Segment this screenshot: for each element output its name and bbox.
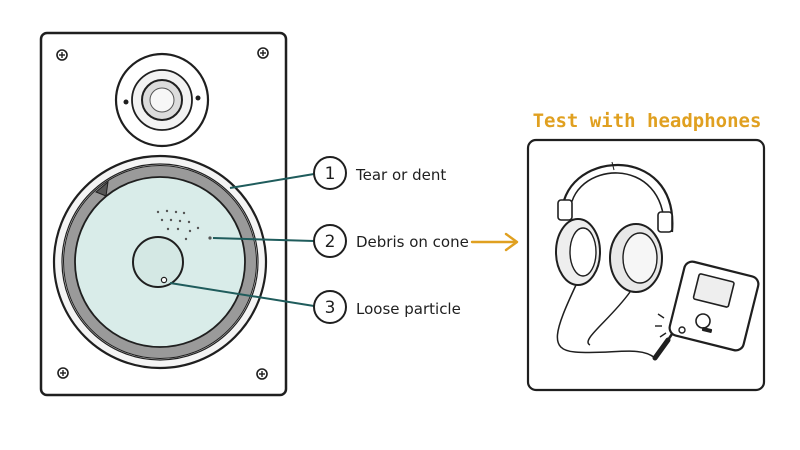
- headphones-panel-title: Test with headphones: [533, 110, 762, 132]
- tweeter: [114, 52, 210, 148]
- callout-number-3: 3: [325, 298, 336, 318]
- callout-3: 3 Loose particle: [169, 282, 461, 324]
- callout-number-2: 2: [325, 232, 336, 252]
- screw-icon-top-left: [56, 49, 68, 61]
- callout-number-1: 1: [325, 164, 336, 184]
- arrow-right-icon: [470, 232, 519, 252]
- debris-dots: [156, 209, 212, 241]
- callout-label-debris: Debris on cone: [356, 233, 469, 251]
- screw-icon-bottom-left: [57, 367, 69, 379]
- woofer: [52, 154, 268, 370]
- music-player-icon: [668, 260, 760, 352]
- headphones-icon: [555, 161, 678, 361]
- callout-label-tear: Tear or dent: [355, 166, 446, 184]
- callout-label-particle: Loose particle: [356, 300, 461, 318]
- screw-icon-bottom-right: [256, 368, 268, 380]
- screw-icon-top-right: [257, 47, 269, 59]
- callout-2: 2 Debris on cone: [212, 224, 469, 258]
- callout-1: 1 Tear or dent: [229, 156, 446, 190]
